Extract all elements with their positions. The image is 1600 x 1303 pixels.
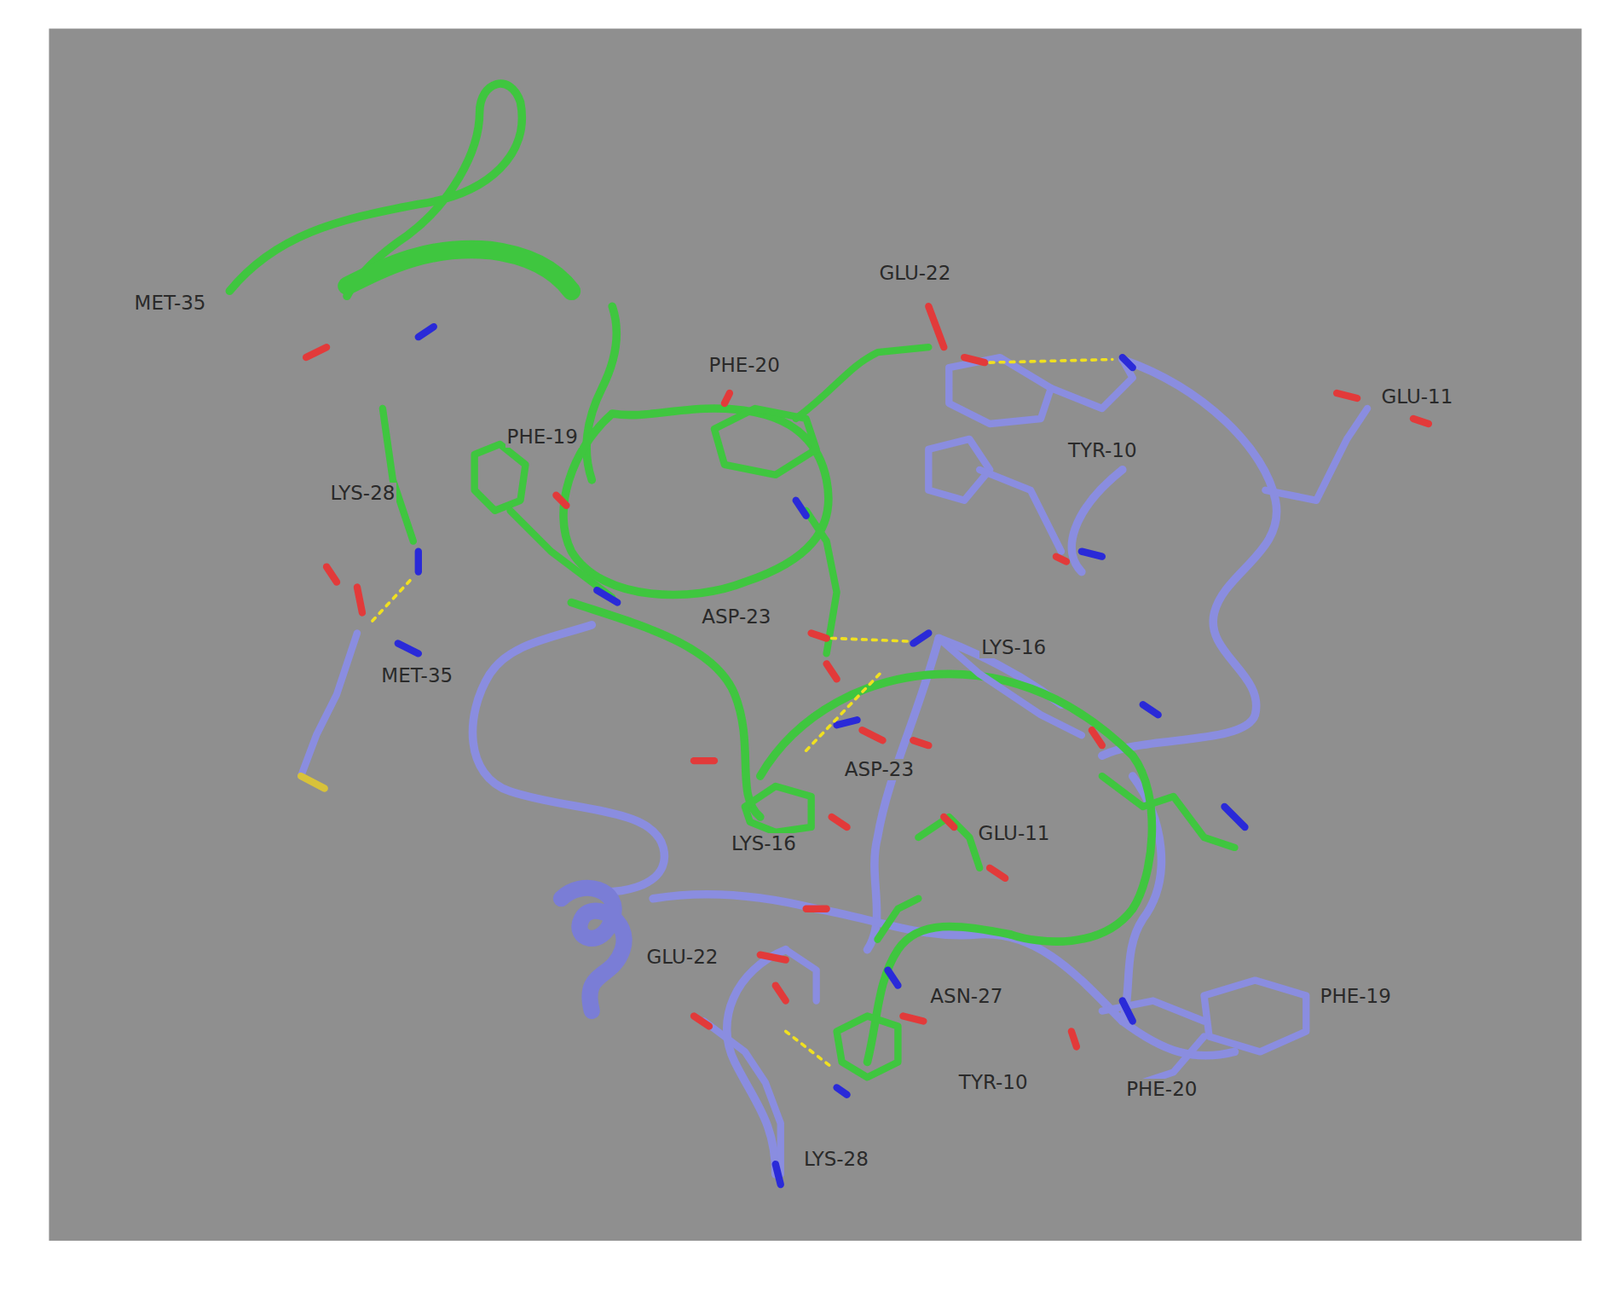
residue-label: GLU-11	[1379, 386, 1455, 408]
residue-label: ASP-23	[699, 606, 773, 628]
residue-label: PHE-20	[707, 354, 782, 376]
residue-label: LYS-16	[729, 832, 798, 855]
residue-label: GLU-22	[877, 262, 953, 284]
residue-label: PHE-19	[505, 426, 580, 448]
hydrogen-bonds	[372, 359, 1113, 1068]
residue-label: LYS-16	[979, 636, 1048, 659]
green-side-chains	[382, 346, 1236, 1077]
residue-label: GLU-22	[645, 946, 721, 968]
residue-label: ASN-27	[928, 985, 1005, 1007]
residue-label: TYR-10	[957, 1071, 1030, 1093]
residue-label: MET-35	[132, 292, 208, 314]
residue-label: LYS-28	[802, 1148, 871, 1170]
residue-label: PHE-20	[1124, 1078, 1199, 1100]
residue-label: GLU-11	[976, 822, 1052, 844]
green-chain	[229, 83, 1152, 1062]
residue-label: TYR-10	[1066, 439, 1139, 462]
atom-tips	[300, 306, 1429, 1185]
blue-helix	[560, 887, 624, 1011]
background-panel	[48, 28, 1582, 1241]
blue-side-chains	[300, 357, 1368, 1174]
residue-label: LYS-28	[328, 482, 397, 504]
residue-label: ASP-23	[843, 758, 916, 780]
green-helix	[346, 248, 572, 291]
residue-label: PHE-19	[1318, 985, 1393, 1007]
residue-label: MET-35	[379, 664, 455, 687]
